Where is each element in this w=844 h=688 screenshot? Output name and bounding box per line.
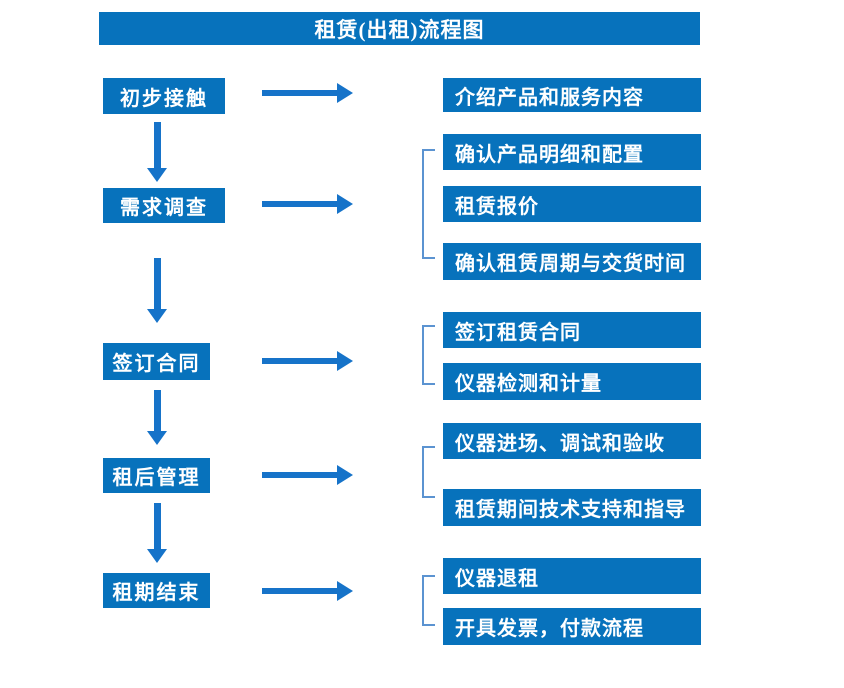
arrow-head-right-icon [337,83,353,103]
detail-box-tech-support: 租赁期间技术支持和指导 [443,489,701,526]
arrow-shaft [154,258,161,311]
detail-box-invoice-payment: 开具发票，付款流程 [443,608,701,645]
bracket-demand-survey [422,149,435,259]
arrow-head-right-icon [337,581,353,601]
arrow-shaft [262,588,339,594]
bracket-rental-end [422,575,435,626]
right-arrow-2 [262,194,353,214]
detail-box-instrument-testing: 仪器检测和计量 [443,363,701,400]
bracket-sign-contract [422,325,435,385]
detail-box-rental-quote: 租赁报价 [443,186,701,222]
arrow-shaft [154,390,161,433]
detail-box-confirm-period: 确认租赁周期与交货时间 [443,243,701,280]
arrow-head-down-icon [147,549,167,563]
stage-box-initial-contact: 初步接触 [103,78,225,114]
detail-box-sign-rental-contract: 签订租赁合同 [443,312,701,348]
detail-box-instrument-setup: 仪器进场、调试和验收 [443,423,701,459]
detail-box-instrument-return: 仪器退租 [443,558,701,594]
arrow-shaft [262,201,339,207]
right-arrow-3 [262,351,353,371]
right-arrow-4 [262,465,353,485]
stage-box-rental-end: 租期结束 [103,573,210,608]
arrow-shaft [262,90,339,96]
arrow-head-down-icon [147,168,167,182]
right-arrow-1 [262,83,353,103]
arrow-shaft [154,503,161,551]
detail-box-introduce-products: 介绍产品和服务内容 [443,78,701,112]
right-arrow-5 [262,581,353,601]
down-arrow-1 [147,122,168,182]
down-arrow-2 [147,258,168,323]
down-arrow-4 [147,503,168,563]
title-bar: 租赁(出租)流程图 [99,12,700,45]
arrow-shaft [262,358,339,364]
detail-box-confirm-product-spec: 确认产品明细和配置 [443,134,701,170]
arrow-head-right-icon [337,194,353,214]
arrow-head-down-icon [147,431,167,445]
stage-box-demand-survey: 需求调查 [103,188,225,223]
arrow-shaft [154,122,161,170]
arrow-shaft [262,472,339,478]
arrow-head-down-icon [147,309,167,323]
arrow-head-right-icon [337,465,353,485]
stage-box-sign-contract: 签订合同 [103,343,210,380]
stage-box-post-rental: 租后管理 [103,458,210,493]
arrow-head-right-icon [337,351,353,371]
bracket-post-rental [422,446,435,498]
down-arrow-3 [147,390,168,445]
